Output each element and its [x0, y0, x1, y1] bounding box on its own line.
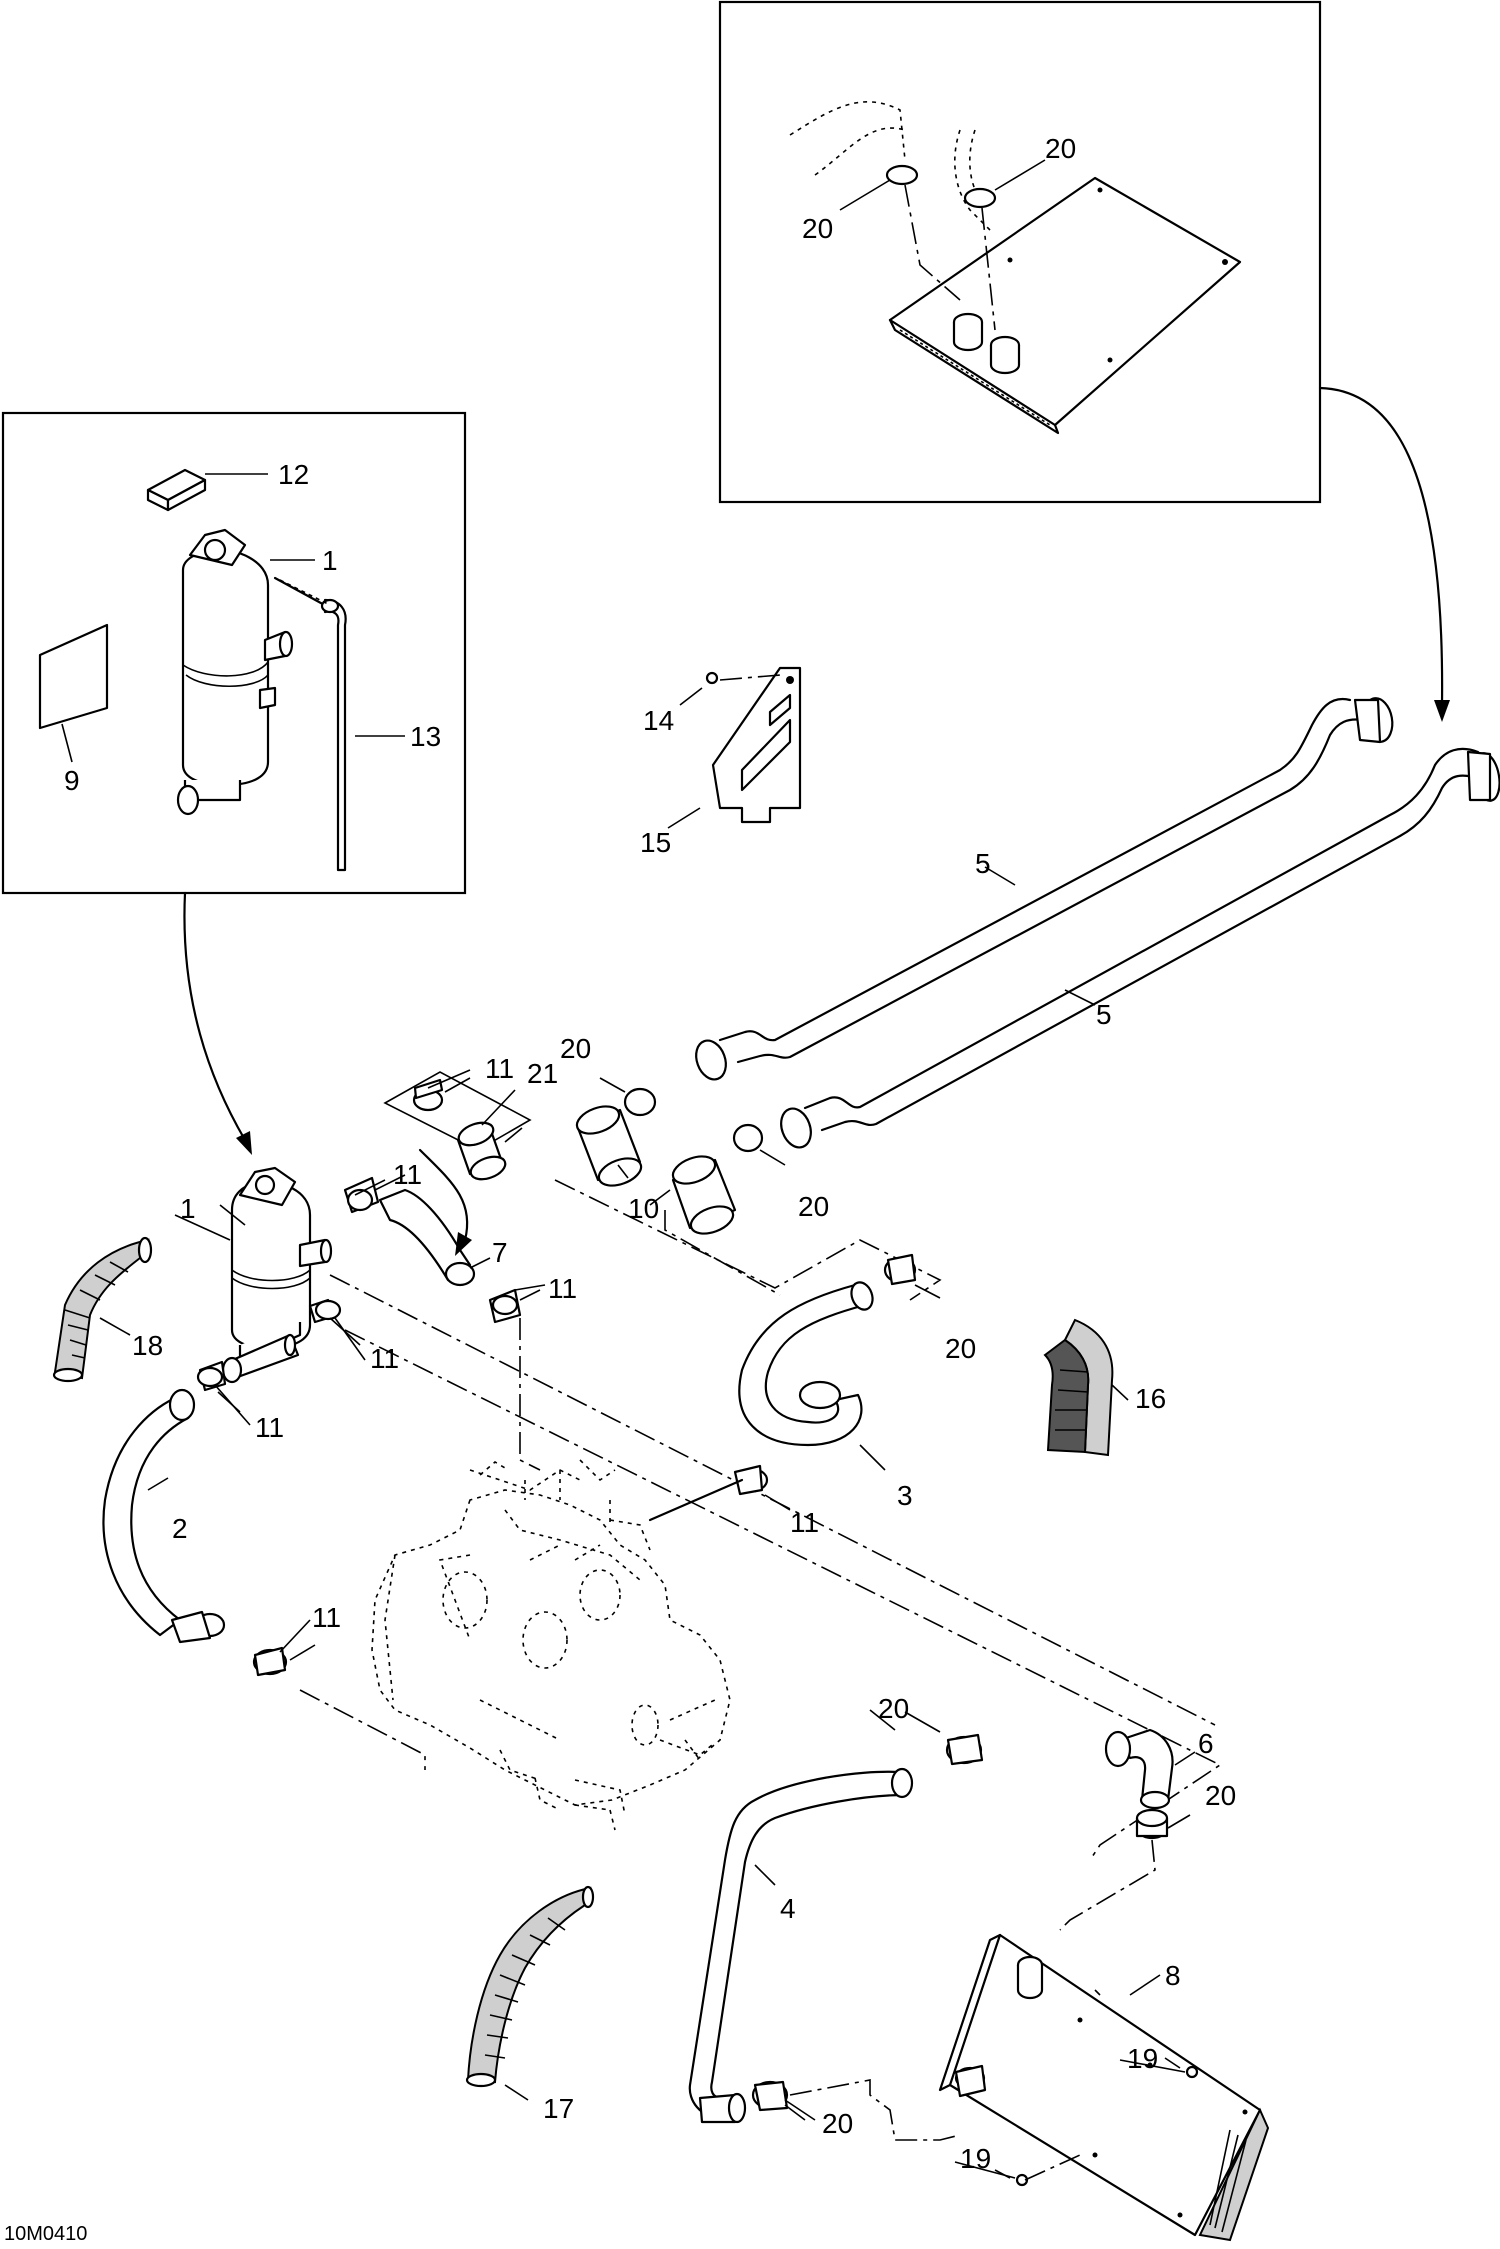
clamp-coupling-group [383, 1071, 532, 1181]
callout-18: 18 [132, 1330, 163, 1361]
callout-15: 15 [640, 827, 671, 858]
hose-2-icon [102, 1388, 426, 1770]
callout-2: 2 [172, 1513, 188, 1544]
callout-20: 20 [945, 1333, 976, 1364]
leader-lines [214, 1069, 1186, 2179]
callout-13: 13 [410, 721, 441, 752]
hose-7-icon [343, 1148, 541, 1471]
callout-20: 20 [560, 1033, 591, 1064]
heat-exchanger-8-icon [938, 1933, 1270, 2242]
callout-9: 9 [64, 765, 80, 796]
ring-20-right-icon [963, 187, 997, 209]
callout-11: 11 [790, 1507, 819, 1538]
callout-8: 8 [1165, 1960, 1181, 1991]
hose-16-icon [1043, 1318, 1129, 1457]
callout-11: 11 [370, 1343, 399, 1374]
diagram-code: 10M0410 [4, 2223, 87, 2245]
callout-12: 12 [278, 459, 309, 490]
callout-21: 21 [527, 1058, 558, 1089]
callout-14: 14 [643, 705, 674, 736]
coolant-reservoir-icon [176, 528, 294, 816]
callout-19: 19 [1127, 2043, 1158, 2074]
long-hose-5-icon [695, 697, 1500, 1149]
callout-1: 1 [180, 1193, 196, 1224]
engine-icon [371, 1459, 731, 1831]
callout-5: 5 [1096, 999, 1112, 1030]
reservoir-detail-box [1, 411, 467, 895]
callout-11: 11 [393, 1159, 422, 1190]
callout-16: 16 [1135, 1383, 1166, 1414]
callout-labels: 20 20 12 1 13 9 14 15 5 5 20 11 21 10 20… [4, 133, 1236, 2245]
callout-20: 20 [878, 1693, 909, 1724]
callout-4: 4 [780, 1893, 796, 1924]
hose-18-icon [52, 1236, 153, 1383]
callout-20: 20 [798, 1191, 829, 1222]
callout-3: 3 [897, 1480, 913, 1511]
callout-6: 6 [1198, 1728, 1214, 1759]
callout-7: 7 [492, 1237, 508, 1268]
callout-11: 11 [312, 1602, 341, 1633]
radiator-detail-box [718, 0, 1322, 504]
callout-11: 11 [255, 1412, 284, 1443]
coolant-reservoir-main-icon [174, 1166, 1222, 1861]
callout-11: 11 [485, 1053, 514, 1084]
elbow-6-icon [1059, 1728, 1196, 1931]
connectors-10-icon [554, 1077, 942, 1301]
callout-5: 5 [975, 848, 991, 879]
callout-1: 1 [322, 545, 338, 576]
callout-17: 17 [543, 2093, 574, 2124]
callout-20: 20 [1045, 133, 1076, 164]
callout-10: 10 [628, 1193, 659, 1224]
callout-20: 20 [802, 213, 833, 244]
hose-4-icon [688, 1711, 984, 2141]
callout-20: 20 [822, 2108, 853, 2139]
callout-11: 11 [548, 1273, 577, 1304]
bracket-15-icon [667, 666, 802, 829]
callout-20: 20 [1205, 1780, 1236, 1811]
callout-19: 19 [960, 2143, 991, 2174]
hose-3-icon [648, 1253, 941, 1522]
radiator-icon [888, 176, 1242, 435]
ring-20-left-icon [885, 164, 919, 186]
hose-17-icon [465, 1885, 595, 2101]
